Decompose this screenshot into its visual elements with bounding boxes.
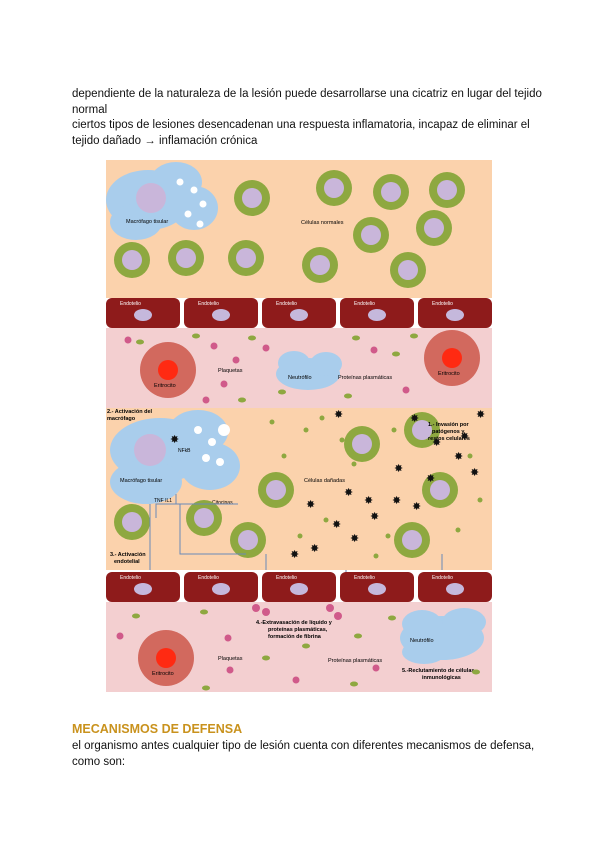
normal-cell	[302, 247, 338, 283]
normal-cell	[353, 217, 389, 253]
nfkb-label: NFkB	[178, 448, 191, 454]
svg-text:✸: ✸	[310, 543, 319, 555]
svg-text:✸: ✸	[454, 451, 463, 463]
normal-cell	[114, 242, 150, 278]
endothelium-row-top: Endotelio Endotelio Endotelio Endotelio …	[106, 298, 492, 328]
paragraph-defense-mechanisms: el organismo antes cualquier tipo de les…	[72, 739, 542, 770]
neutrophil-label: Neutrófilo	[288, 375, 312, 381]
normal-cell	[168, 240, 204, 276]
macrophage-label: Macrófago tisular	[120, 478, 162, 484]
damaged-cells-label: Células dañadas	[304, 478, 345, 484]
endothelium-label: Endotelio	[120, 301, 141, 307]
inflammation-diagram: Macrófago tisular Células normales Endot…	[106, 160, 492, 692]
tnf-il-label: TNF IL1	[154, 498, 172, 504]
platelets-label: Plaquetas	[218, 368, 243, 374]
endothelium-label: Endotelio	[432, 301, 453, 307]
svg-text:✸: ✸	[460, 431, 469, 443]
panel-normal-tissue: Macrófago tisular Células normales	[106, 160, 492, 298]
neutrophil-label: Neutrófilo	[410, 638, 434, 644]
svg-text:✸: ✸	[332, 519, 341, 531]
svg-text:✸: ✸	[170, 434, 179, 446]
svg-text:✸: ✸	[412, 501, 421, 513]
svg-text:✸: ✸	[470, 467, 479, 479]
svg-text:✸: ✸	[432, 437, 441, 449]
endothelium-label: Endotelio	[354, 575, 375, 581]
erythrocyte-label: Eritrocito	[152, 671, 174, 677]
normal-cell	[234, 180, 270, 216]
endothelium-label: Endotelio	[198, 301, 219, 307]
svg-text:✸: ✸	[344, 487, 353, 499]
svg-text:✸: ✸	[334, 409, 343, 421]
endothelium-label: Endotelio	[354, 301, 375, 307]
svg-text:✸: ✸	[290, 549, 299, 561]
erythrocyte-label: Eritrocito	[438, 371, 460, 377]
panel-inflammation: NFkB Macrófago tisular 2.- Activación de…	[106, 408, 492, 584]
plasma-proteins-label: Proteínas plasmáticas	[338, 375, 392, 381]
section-heading: MECANISMOS DE DEFENSA	[72, 722, 242, 736]
normal-cell	[416, 210, 452, 246]
svg-text:✸: ✸	[426, 473, 435, 485]
endothelium-row-bottom: Endotelio Endotelio Endotelio Endotelio …	[106, 572, 492, 602]
blood-vessel-bottom: Eritrocito Plaquetas Proteínas plasmátic…	[106, 602, 492, 692]
svg-text:✸: ✸	[394, 463, 403, 475]
svg-text:✸: ✸	[392, 495, 401, 507]
normal-cell	[390, 252, 426, 288]
endothelium-label: Endotelio	[120, 575, 141, 581]
blood-vessel-top: Eritrocito Eritrocito Neutrófilo Plaquet…	[106, 328, 492, 408]
plasma-proteins-label: Proteínas plasmáticas	[328, 658, 382, 664]
platelets-label: Plaquetas	[218, 656, 243, 662]
normal-cell	[316, 170, 352, 206]
macrophage-label: Macrófago tisular	[126, 219, 168, 225]
normal-cell	[429, 172, 465, 208]
svg-text:✸: ✸	[410, 413, 419, 425]
svg-text:✸: ✸	[350, 533, 359, 545]
normal-cell	[228, 240, 264, 276]
endothelium-label: Endotelio	[198, 575, 219, 581]
erythrocyte-label: Eritrocito	[154, 383, 176, 389]
endothelium-label: Endotelio	[276, 301, 297, 307]
svg-text:✸: ✸	[364, 495, 373, 507]
svg-text:✸: ✸	[306, 499, 315, 511]
endothelium-label: Endotelio	[432, 575, 453, 581]
normal-cells-label: Células normales	[301, 220, 344, 226]
endothelium-label: Endotelio	[276, 575, 297, 581]
svg-text:✸: ✸	[476, 409, 485, 421]
paragraph-scar: dependiente de la naturaleza de la lesió…	[72, 87, 542, 118]
paragraph-chronic-inflammation: ciertos tipos de lesiones desencadenan u…	[72, 118, 542, 149]
svg-text:✸: ✸	[370, 511, 379, 523]
normal-cell	[373, 174, 409, 210]
